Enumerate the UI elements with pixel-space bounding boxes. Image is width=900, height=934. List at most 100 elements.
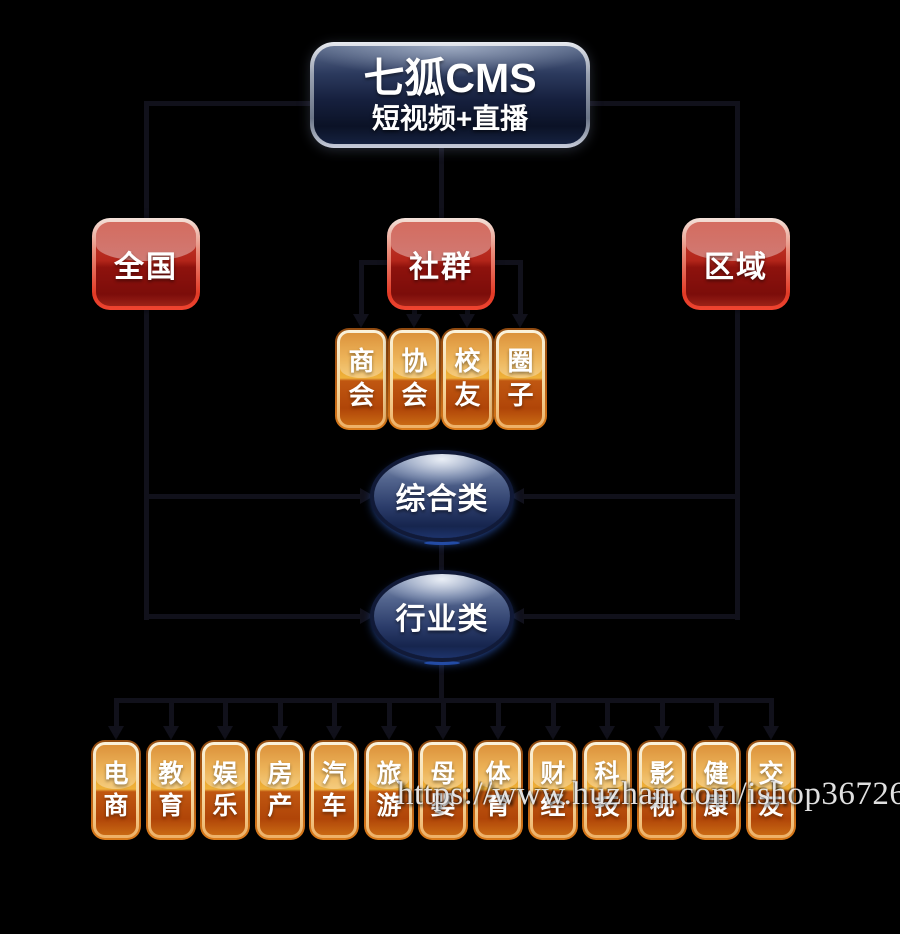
- node-maternal: 母婴: [418, 740, 468, 840]
- connector-drop-education: [169, 698, 174, 728]
- node-association-border: 协会: [390, 330, 439, 428]
- connector-left-rail: [144, 306, 149, 620]
- node-sports-face: 体育: [478, 745, 518, 835]
- node-alumni-border: 校友: [443, 330, 492, 428]
- connector-right-rail: [735, 306, 740, 620]
- connector-drop-auto: [332, 698, 337, 728]
- node-realestate: 房产: [255, 740, 305, 840]
- node-region-face: 区域: [686, 222, 786, 306]
- general-category-shadow: [424, 541, 460, 545]
- node-national-label: 全国: [114, 251, 178, 284]
- node-filmtv-border: 影视: [639, 742, 685, 838]
- connector-drop-maternal: [441, 698, 446, 728]
- root-node: 七狐CMS 短视频+直播: [310, 42, 590, 148]
- node-finance-border: 财经: [530, 742, 576, 838]
- arrow-right-to-general-icon: [510, 488, 524, 504]
- node-auto-face: 汽车: [314, 745, 354, 835]
- arrow-right-to-industry-icon: [510, 608, 524, 624]
- node-circles-border: 圈子: [496, 330, 545, 428]
- connector-community-elbow-left-h: [359, 260, 392, 265]
- connector-community-elbow-right-h: [490, 260, 523, 265]
- node-dating-border: 交友: [748, 742, 794, 838]
- node-national: 全国: [92, 218, 200, 310]
- arrow-to-association-icon: [406, 314, 422, 328]
- connector-community-elbow-right-v: [518, 260, 523, 316]
- arrow-education-icon: [163, 726, 179, 740]
- root-node-face: 七狐CMS 短视频+直播: [314, 46, 586, 144]
- node-association-face: 协会: [393, 333, 436, 425]
- node-health-label: 健康: [703, 759, 729, 821]
- node-ecommerce-label: 电商: [103, 759, 129, 821]
- node-dating-face: 交友: [751, 745, 791, 835]
- node-realestate-label: 房产: [267, 759, 293, 821]
- connector-drop-health: [714, 698, 719, 728]
- node-filmtv-face: 影视: [642, 745, 682, 835]
- node-alumni-face: 校友: [446, 333, 489, 425]
- node-maternal-face: 母婴: [423, 745, 463, 835]
- node-industry-category-label: 行业类: [395, 603, 489, 636]
- connector-root-to-community: [439, 145, 444, 220]
- node-circles-label: 圈子: [507, 346, 534, 410]
- node-region: 区域: [682, 218, 790, 310]
- node-community: 社群: [387, 218, 495, 310]
- node-community-face: 社群: [391, 222, 491, 306]
- connector-drop-technology: [605, 698, 610, 728]
- node-circles: 圈子: [494, 328, 547, 430]
- connector-drop-finance: [551, 698, 556, 728]
- node-sports-border: 体育: [475, 742, 521, 838]
- node-chamber: 商会: [335, 328, 388, 430]
- connector-community-elbow-left-v: [359, 260, 364, 316]
- node-region-label: 区域: [704, 251, 768, 284]
- connector-community-drop-2: [465, 304, 470, 316]
- arrow-finance-icon: [545, 726, 561, 740]
- node-association-label: 协会: [401, 346, 428, 410]
- root-subtitle: 短视频+直播: [371, 102, 529, 134]
- connector-left-to-industry: [146, 614, 362, 619]
- node-association: 协会: [388, 328, 441, 430]
- node-entertainment-face: 娱乐: [205, 745, 245, 835]
- arrow-realestate-icon: [272, 726, 288, 740]
- node-auto-label: 汽车: [321, 759, 347, 821]
- node-auto-border: 汽车: [311, 742, 357, 838]
- node-entertainment-border: 娱乐: [202, 742, 248, 838]
- arrow-to-circles-icon: [512, 314, 528, 328]
- node-ecommerce-border: 电商: [93, 742, 139, 838]
- node-education-label: 教育: [158, 759, 184, 821]
- node-travel-label: 旅游: [376, 759, 402, 821]
- node-alumni-label: 校友: [454, 346, 481, 410]
- node-general-category: 综合类: [374, 454, 510, 538]
- node-auto: 汽车: [309, 740, 359, 840]
- node-health-border: 健康: [693, 742, 739, 838]
- connector-drop-region: [735, 101, 740, 220]
- arrow-to-chamber-icon: [353, 314, 369, 328]
- node-entertainment: 娱乐: [200, 740, 250, 840]
- node-chamber-face: 商会: [340, 333, 383, 425]
- node-chamber-label: 商会: [348, 346, 375, 410]
- connector-general-to-industry: [439, 538, 444, 578]
- node-filmtv-label: 影视: [649, 759, 675, 821]
- node-ecommerce-face: 电商: [96, 745, 136, 835]
- node-alumni: 校友: [441, 328, 494, 430]
- connector-industry-down: [439, 652, 444, 702]
- root-title: 七狐CMS: [363, 54, 537, 101]
- node-ecommerce: 电商: [91, 740, 141, 840]
- node-sports: 体育: [473, 740, 523, 840]
- arrow-filmtv-icon: [654, 726, 670, 740]
- arrow-left-to-industry-icon: [360, 608, 374, 624]
- node-realestate-border: 房产: [257, 742, 303, 838]
- node-circles-face: 圈子: [499, 333, 542, 425]
- watermark-url: https://www.huzhan.com/ishop36726: [397, 776, 900, 812]
- node-education-border: 教育: [148, 742, 194, 838]
- node-sports-label: 体育: [485, 759, 511, 821]
- connector-drop-dating: [769, 698, 774, 728]
- node-technology: 科技: [582, 740, 632, 840]
- arrow-maternal-icon: [435, 726, 451, 740]
- arrow-dating-icon: [763, 726, 779, 740]
- connector-drop-travel: [387, 698, 392, 728]
- node-technology-face: 科技: [587, 745, 627, 835]
- connector-community-drop-1: [412, 304, 417, 316]
- node-education: 教育: [146, 740, 196, 840]
- arrow-auto-icon: [326, 726, 342, 740]
- connector-drop-national: [144, 101, 149, 220]
